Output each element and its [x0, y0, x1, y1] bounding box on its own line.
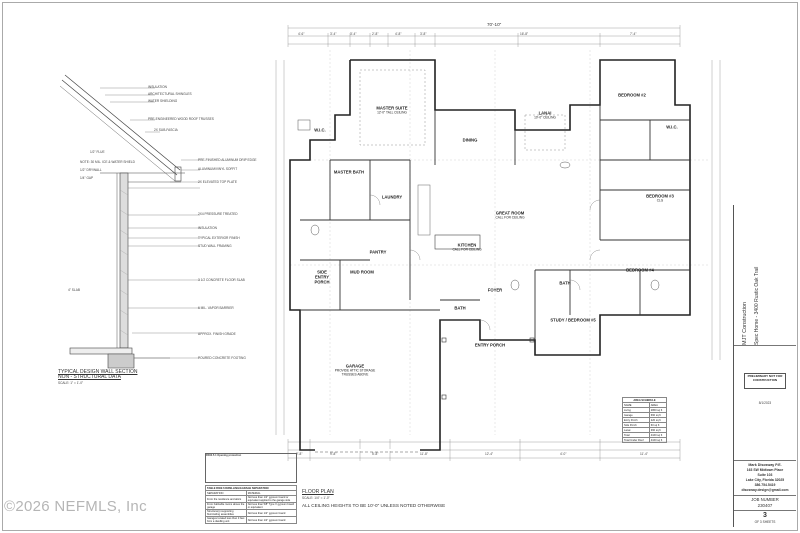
- room-bath-2: BATH: [559, 280, 571, 286]
- email-address: disosway.design@gmail.com: [741, 488, 789, 492]
- phone-number: 386.754.5419: [754, 483, 776, 487]
- room-pantry: PANTRY: [369, 249, 387, 255]
- room-mud-room: MUD ROOM: [350, 269, 374, 275]
- room-bath-hall: BATH: [454, 305, 466, 311]
- dim-top-1: 4'-6": [298, 32, 305, 36]
- garage-separation-table: TABLE R302.6 DWELLING/GARAGE SEPARATION …: [205, 485, 298, 524]
- wall-section-drawing: [60, 74, 200, 369]
- sheet-of: OF 3 SHEETS: [754, 520, 776, 524]
- callout-insulation: INSULATION: [148, 85, 167, 89]
- callout-trusses: PRE-ENGINEERED WOOD ROOF TRUSSES: [148, 117, 214, 121]
- floor-plan-label: FLOOR PLAN: [302, 489, 334, 495]
- callout-flue: 1/2" FLUE: [90, 150, 105, 154]
- callout-footing: POURED CONCRETE FOOTING: [198, 356, 246, 360]
- overall-width-dimension: 70'-10": [487, 22, 502, 27]
- callout-ice-shield: NOTE: 30 MIL. ICE & WATER SHIELD: [80, 160, 135, 164]
- callout-gap: 1/4" GAP: [80, 176, 94, 180]
- dim-top-7: 16'-8": [520, 32, 529, 36]
- callout-drip-edge: PRE-FINISHED ALUMINUM DRIP EDGE: [198, 158, 257, 162]
- room-bedroom-2: BEDROOM #2: [618, 92, 646, 98]
- callout-floor-slab: 3 1/2 CONCRETE FLOOR SLAB: [198, 278, 245, 282]
- room-entry-porch: ENTRY PORCH: [474, 342, 506, 348]
- room-dining: DINING: [462, 137, 478, 143]
- floor-plan-scale: SCALE: 1/4" = 1'-0": [302, 496, 330, 500]
- drawing-date: 8/1/2023: [758, 401, 772, 405]
- ceiling-height-note: ALL CEILING HEIGHTS TO BE 10'-0" UNLESS …: [302, 503, 446, 508]
- dim-bottom-5: 12'-4": [485, 452, 494, 456]
- room-foyer: FOYER: [487, 287, 503, 293]
- room-side-entry-porch: SIDE ENTRY PORCH: [314, 269, 330, 285]
- callout-subfascia: 2X SUB-FASCIA: [154, 128, 178, 132]
- address-line-2: Suite 103: [757, 473, 773, 477]
- dim-top-3: 3'-4": [350, 32, 357, 36]
- dim-bottom-6: 4'-0": [560, 452, 567, 456]
- preliminary-stamp: PRELIMINARY NOT FOR CONSTRUCTION: [744, 373, 786, 389]
- dim-top-8: 7'-4": [630, 32, 637, 36]
- sheet-number: 3: [763, 512, 767, 519]
- dim-top-4: 2'-8": [372, 32, 379, 36]
- dim-bottom-7: 11'-4": [640, 452, 648, 456]
- title-block-divider-3: [734, 495, 796, 496]
- dim-bottom-2: 9'-8": [330, 452, 337, 456]
- callout-slab: 4" SLAB: [68, 288, 80, 292]
- callout-drywall: 1/2" DRYWALL: [80, 168, 102, 172]
- dim-bottom-1: 2'-8": [296, 452, 303, 456]
- room-laundry: LAUNDRY: [381, 194, 403, 200]
- dim-top-5: 4'-8": [395, 32, 402, 36]
- job-number-label: JOB NUMBER: [751, 497, 779, 502]
- title-block: MJT Construction Spec Home - 3400 Rustic…: [733, 205, 796, 527]
- callout-shingles: ARCHITECTURAL SHINGLES: [148, 92, 192, 96]
- callout-vapor-barrier: 6 MIL. VAPOR BARRIER: [198, 306, 234, 310]
- room-study-bedroom-5: STUDY / BEDROOM #5: [550, 317, 596, 323]
- callout-top-plate: 2X ELEVATED TOP PLATE: [198, 180, 237, 184]
- opening-protection-note: R302.5.1 Opening protection: [205, 453, 297, 483]
- firm-name: MJT Construction: [742, 302, 748, 345]
- dim-top-2: 3'-4": [330, 32, 337, 36]
- address-line-1: 163 SW Midtown Place: [746, 468, 784, 472]
- title-block-divider-2: [734, 460, 796, 461]
- dim-bottom-4: 11'-8": [420, 452, 428, 456]
- room-bedroom-4: BEDROOM #4: [626, 267, 654, 273]
- room-wic-master: W.I.C.: [314, 127, 326, 133]
- seal-area: [738, 353, 792, 357]
- address-city: Lake City, Florida 32025: [745, 478, 785, 482]
- designer-name: Mark Disosway P.E.: [748, 463, 782, 467]
- callout-insulation-2: INSULATION: [198, 226, 217, 230]
- wall-section-title: TYPICAL DESIGN WALL SECTION: [58, 369, 138, 375]
- wall-section-scale: SCALE: 1" = 1'-0": [58, 381, 84, 385]
- title-block-divider-4: [734, 510, 796, 511]
- callout-exterior-finish: TYPICAL EXTERIOR FINISH: [198, 236, 240, 240]
- floor-plan-drawing: [275, 25, 721, 461]
- callout-soffit: ALUMINUM/VINYL SOFFIT: [198, 167, 238, 171]
- mls-watermark: ©2026 NEFMLS, Inc: [4, 498, 147, 515]
- callout-pressure-treated: 2X4 PRESSURE TREATED: [198, 212, 238, 216]
- room-wic-bed2: W.I.C.: [666, 124, 678, 130]
- callout-finish-grade: APPROX. FINISH GRADE: [198, 332, 236, 336]
- wall-section-subtitle: NON - STRUCTURAL DATA: [58, 374, 121, 380]
- callout-water-shield: WATER SHIELDING: [148, 99, 178, 103]
- title-block-divider-1: [734, 345, 796, 346]
- project-name: Spec Home - 3400 Rustic Oak Trail: [754, 266, 760, 345]
- room-master-bath: MASTER BATH: [333, 169, 365, 175]
- dim-top-6: 3'-8": [420, 32, 427, 36]
- callout-stud-framing: STUD WALL FRAMING: [198, 244, 232, 248]
- job-number: 230407: [757, 503, 773, 508]
- dim-bottom-3: 5'-8": [372, 452, 379, 456]
